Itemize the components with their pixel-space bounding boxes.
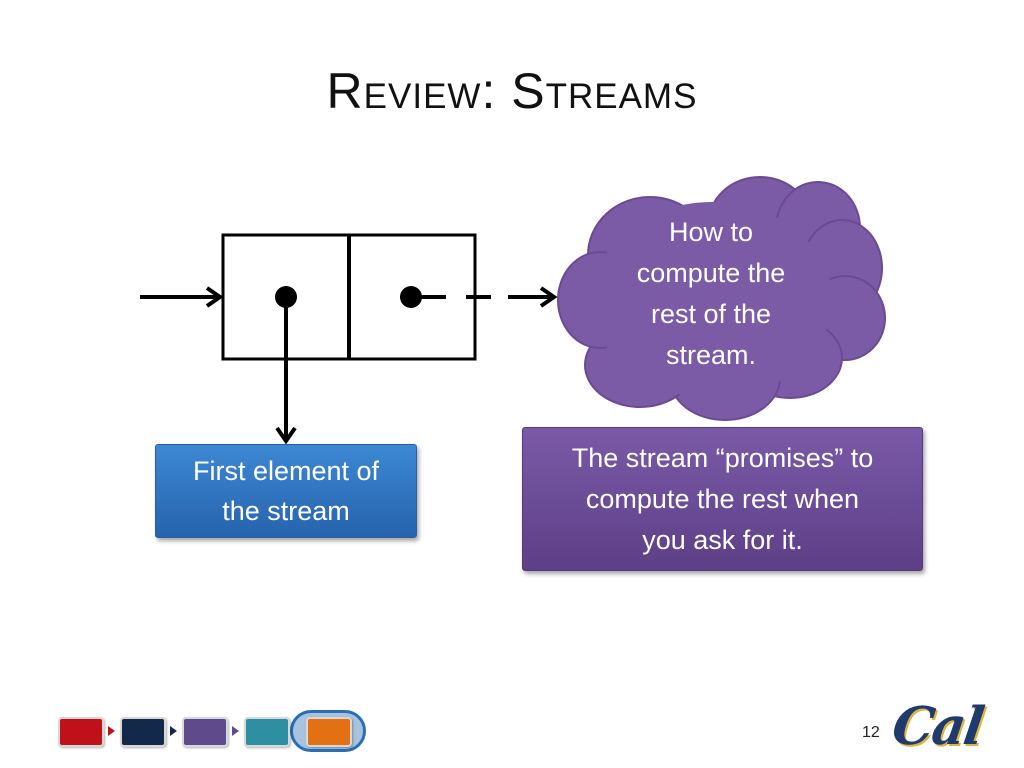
promise-label: The stream “promises” to compute the res… xyxy=(522,427,923,571)
first-label-line: the stream xyxy=(222,496,350,526)
slide-title: Review: Streams xyxy=(326,63,698,119)
nav-step-2[interactable] xyxy=(120,717,166,747)
cloud-line: stream. xyxy=(665,340,757,370)
rest-cell xyxy=(347,233,477,361)
promise-label-line: you ask for it. xyxy=(642,524,803,555)
nav-step-1[interactable] xyxy=(58,717,104,747)
nav-arrow-icon xyxy=(232,726,239,736)
nav-step-5[interactable] xyxy=(306,717,352,747)
promise-label-line: compute the rest when xyxy=(585,483,860,514)
cal-logo: Cal xyxy=(888,696,987,757)
nav-arrow-icon xyxy=(108,726,115,736)
incoming-arrow xyxy=(140,286,224,308)
cloud-line: compute the xyxy=(636,258,786,288)
page-number: 12 xyxy=(862,724,880,741)
nav-arrow-icon xyxy=(170,726,177,736)
first-label-line: First element of xyxy=(192,456,380,486)
rest-pointer-dashed-arrow xyxy=(411,286,558,308)
promise-label-line: The stream “promises” to xyxy=(571,442,874,473)
nav-step-4[interactable] xyxy=(244,717,290,747)
first-element-label: First element of the stream xyxy=(155,444,417,538)
cloud-line: rest of the xyxy=(650,299,772,329)
first-pointer-arrow xyxy=(275,297,297,445)
cloud-text: How to compute the rest of the stream. xyxy=(608,212,814,376)
nav-step-3[interactable] xyxy=(182,717,228,747)
cloud-line: How to xyxy=(668,217,754,247)
cloud-shape xyxy=(557,176,886,421)
